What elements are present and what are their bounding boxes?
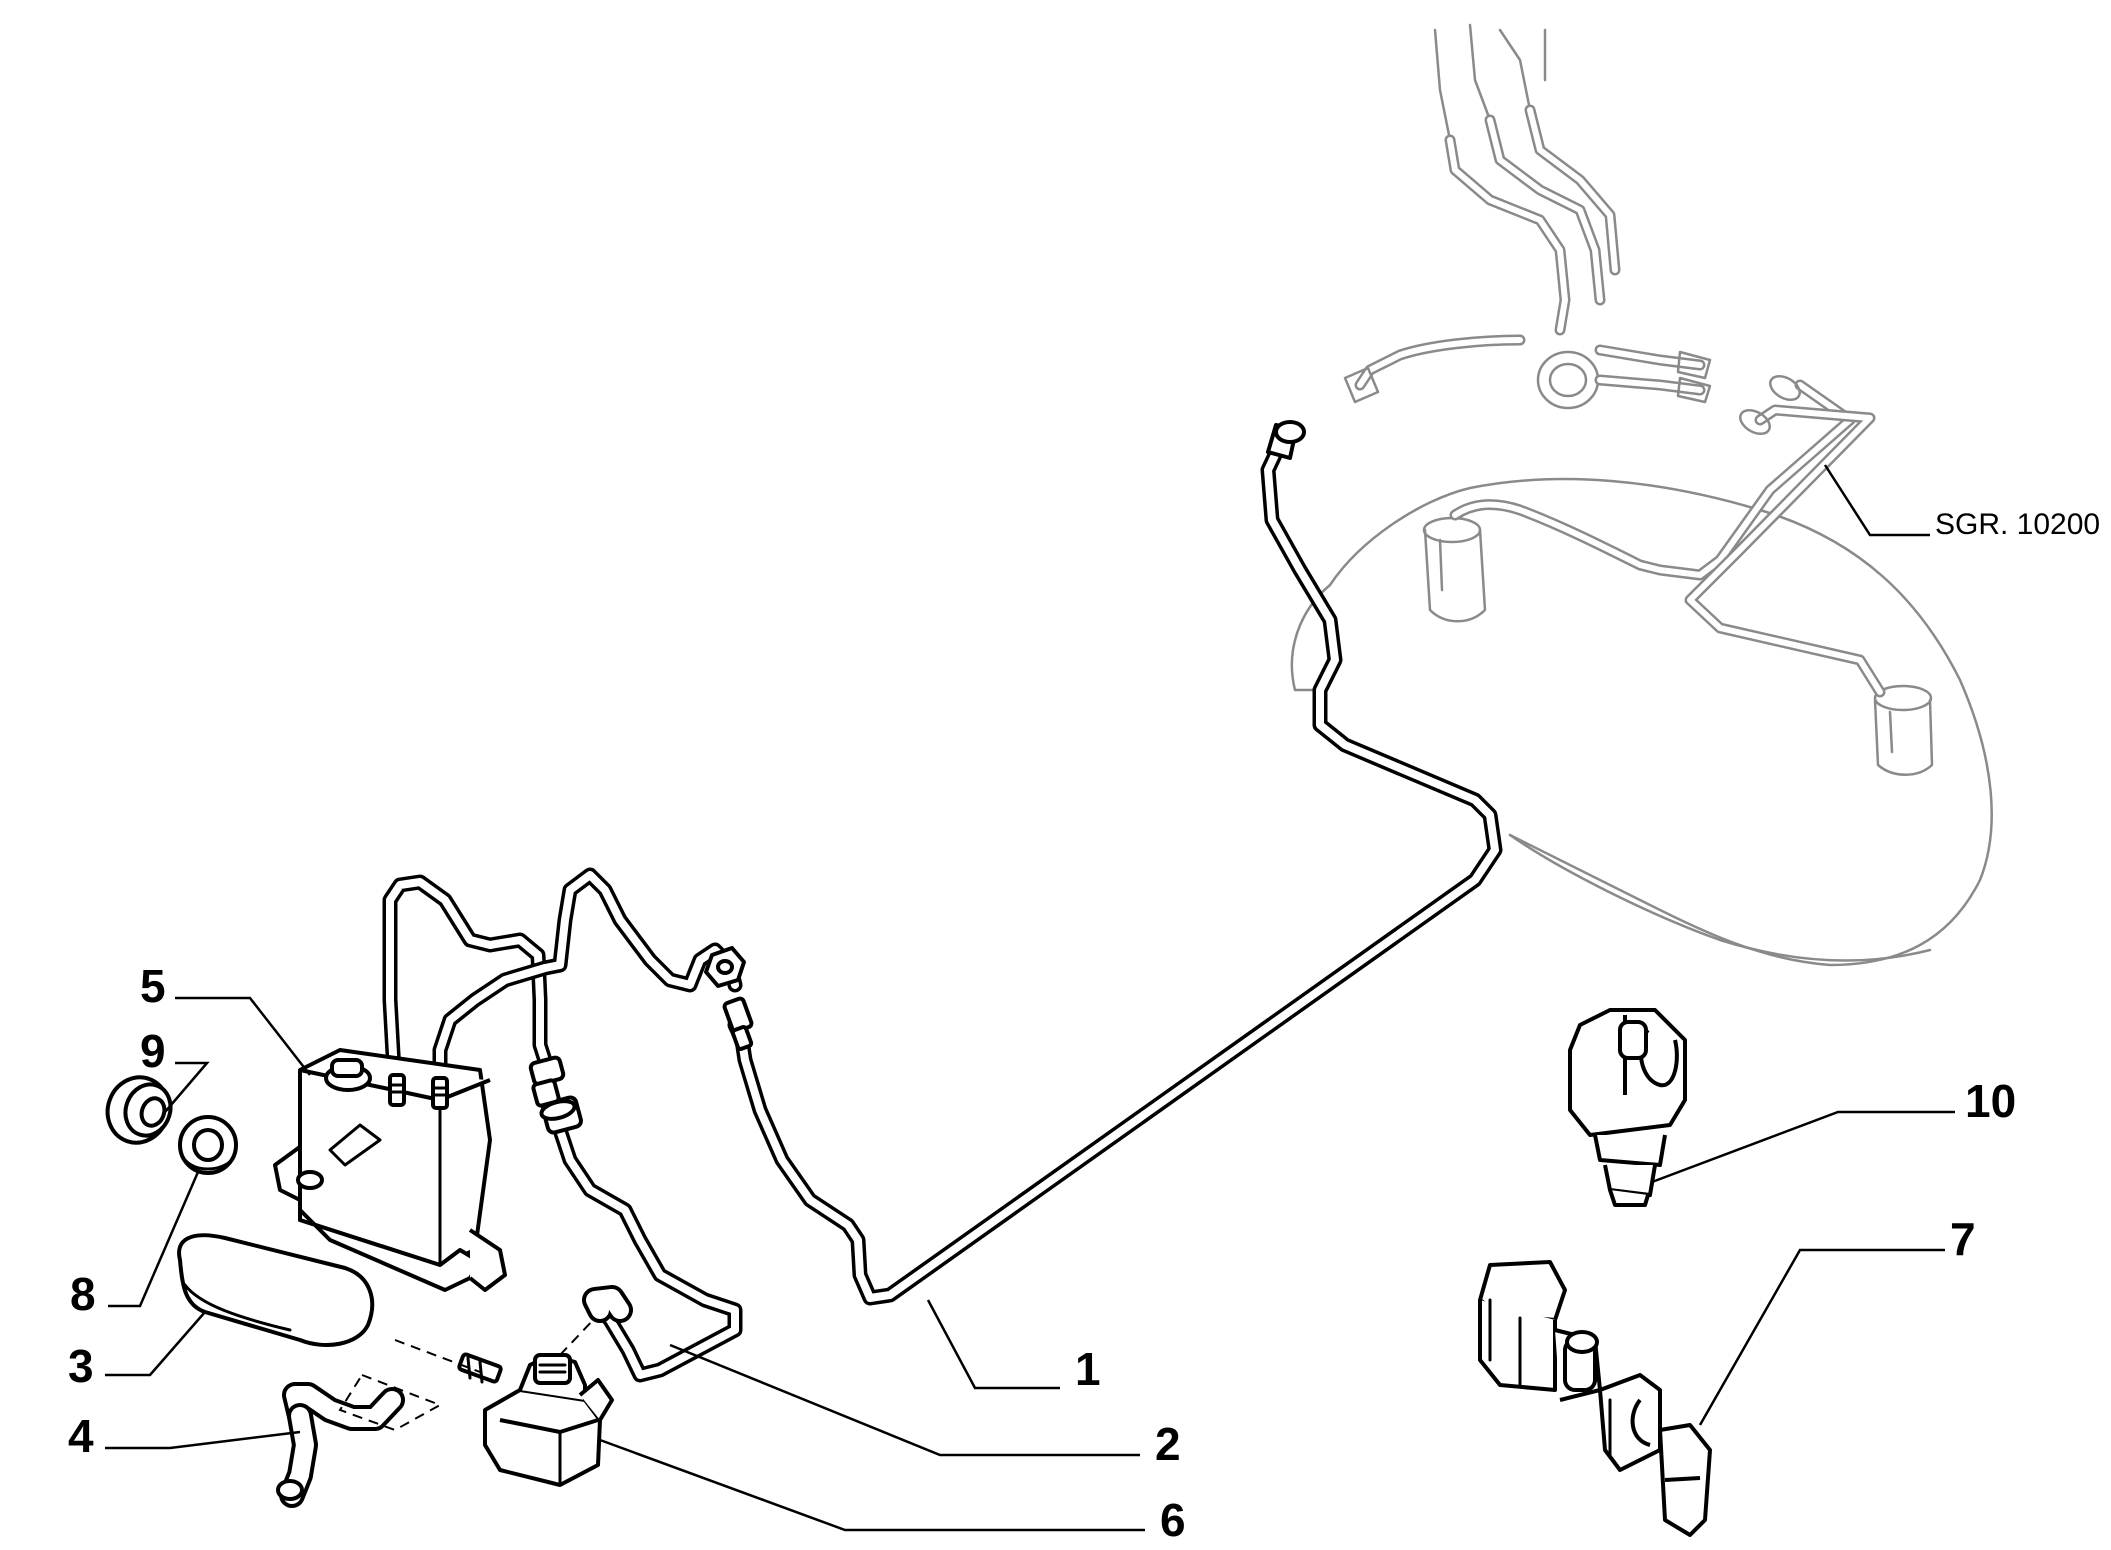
hose-end-fitting-b — [704, 946, 746, 988]
leader-8 — [108, 1171, 200, 1308]
callout-9: 9 — [140, 1025, 166, 1077]
part-7-clip-strip — [1478, 1260, 1712, 1537]
part-2-connecting-pipe — [539, 1095, 743, 1383]
callout-5: 5 — [140, 960, 166, 1012]
callout-6: 6 — [1160, 1494, 1186, 1546]
leader-9 — [164, 1061, 210, 1113]
callout-labels: 1 2 3 4 5 6 7 8 9 10 SGR. 10200 — [68, 508, 2100, 1546]
reference-pipe-connectors — [1739, 374, 1801, 436]
callout-4: 4 — [68, 1410, 94, 1462]
part-4-rubber-hose — [276, 1382, 405, 1508]
reference-filter-canister — [1536, 350, 1600, 410]
fuel-tank-lower-edge — [1508, 833, 1932, 962]
leader-1 — [926, 1299, 1060, 1390]
reference-engine-piping — [1343, 23, 1712, 410]
tank-pump-module-right — [1873, 684, 1934, 776]
part-10-pipe-clip — [1568, 1008, 1687, 1207]
part-2-lower-hose-end — [582, 1285, 633, 1323]
part-1-lower-connector — [722, 996, 754, 1051]
callout-2: 2 — [1155, 1418, 1181, 1470]
assembly-guide-lines — [338, 1317, 596, 1432]
callout-7: 7 — [1950, 1213, 1976, 1265]
leader-3 — [105, 1311, 206, 1377]
part-6-purge-valve — [457, 1352, 614, 1487]
part-5-carbon-canister — [273, 1048, 507, 1292]
leader-7 — [1698, 1248, 1945, 1426]
leader-2 — [669, 1343, 1140, 1457]
valve-nozzle — [457, 1352, 503, 1384]
callout-8: 8 — [70, 1268, 96, 1320]
canister-vapour-hoses — [382, 867, 746, 1108]
leader-6 — [599, 1438, 1145, 1532]
leader-10 — [1651, 1110, 1955, 1184]
leader-sgr — [1823, 464, 1930, 537]
callout-1: 1 — [1075, 1343, 1101, 1395]
leader-lines — [105, 464, 1955, 1532]
callout-3: 3 — [68, 1340, 94, 1392]
leader-4 — [105, 1430, 301, 1450]
leader-5 — [175, 996, 311, 1076]
part-1-upper-connector — [1266, 420, 1306, 460]
part-8-washer — [178, 1115, 238, 1175]
part-2-upper-connector — [539, 1095, 583, 1135]
reference-fuel-tank-assembly — [1290, 374, 1993, 967]
part-1-fuel-vapour-pipe — [722, 420, 1503, 1306]
canister-nozzles — [388, 1073, 449, 1110]
tank-pump-module-left — [1422, 516, 1487, 623]
fuel-tank-outline — [1328, 477, 1993, 967]
reference-label-sgr: SGR. 10200 — [1935, 508, 2100, 541]
part-3-pad — [177, 1233, 375, 1347]
part-9-grommet — [105, 1075, 173, 1145]
hose-end-fitting-a — [528, 1055, 566, 1108]
callout-10: 10 — [1965, 1075, 2016, 1127]
